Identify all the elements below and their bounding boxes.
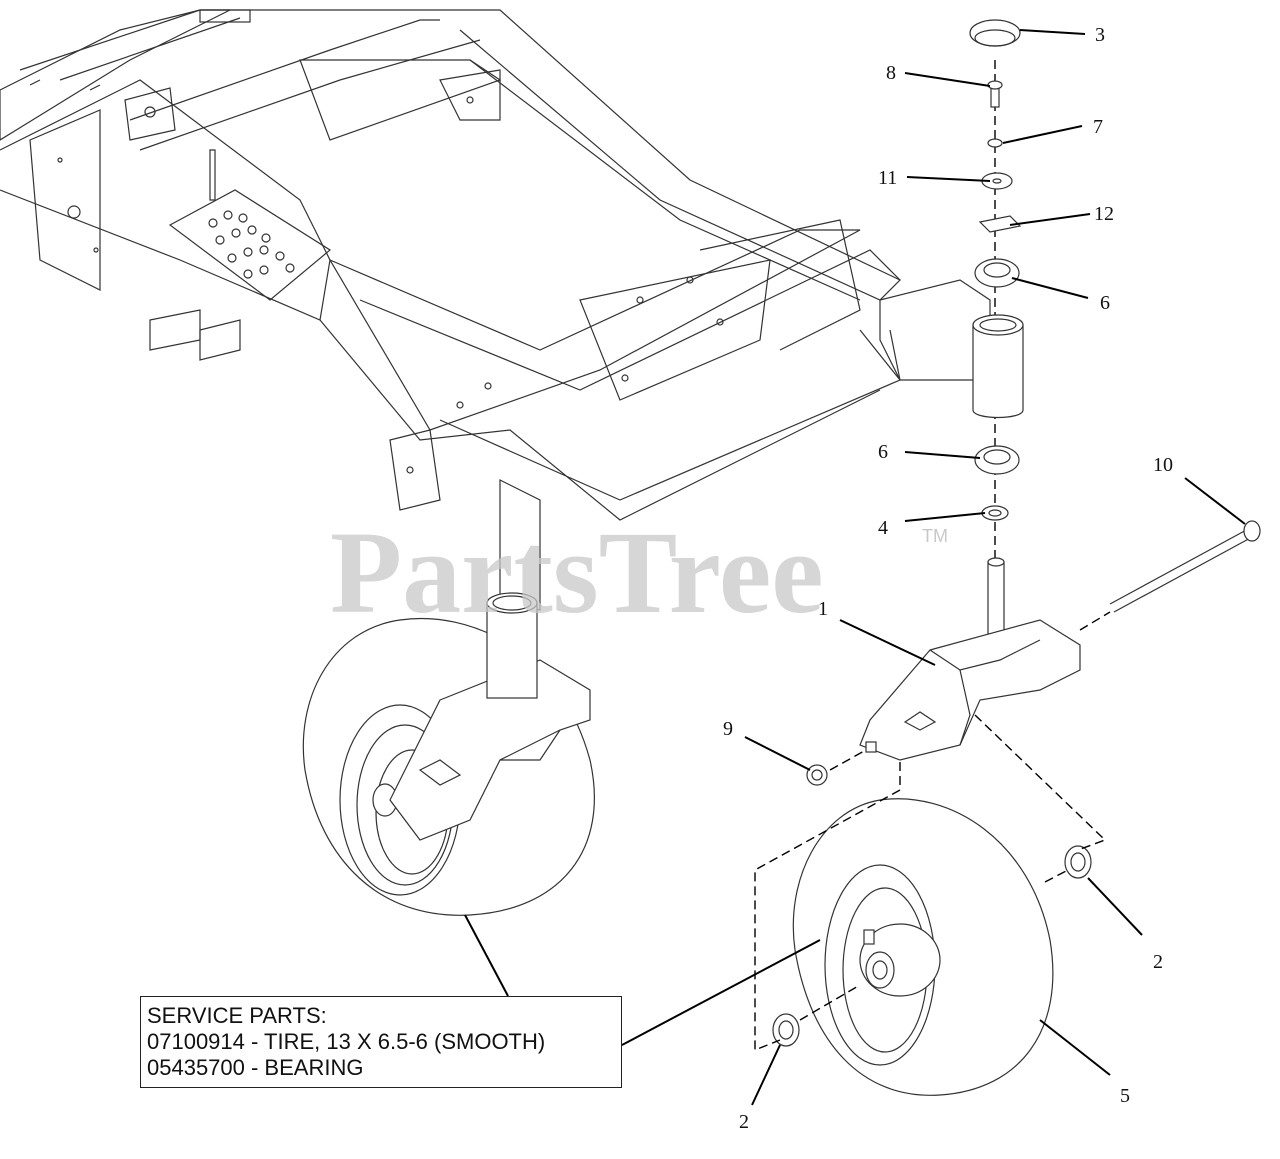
watermark-brand: PartsTree [330, 507, 824, 638]
watermark-trademark: TM [922, 526, 948, 546]
callout-12: 12 [1094, 203, 1114, 225]
callout-11: 11 [878, 167, 897, 189]
watermark: PartsTree TM [330, 507, 948, 638]
leader-lines [464, 29, 1246, 1106]
callout-4: 4 [878, 517, 888, 539]
mower-frame [0, 9, 991, 611]
service-parts-heading: SERVICE PARTS: [147, 1003, 327, 1028]
callout-6-lower: 6 [878, 441, 888, 463]
callout-5: 5 [1120, 1085, 1130, 1107]
callout-8: 8 [886, 62, 896, 84]
service-part-tire: 07100914 - TIRE, 13 X 6.5-6 (SMOOTH) [147, 1029, 546, 1054]
plate-holes [208, 210, 295, 279]
callout-2-right: 2 [1153, 951, 1163, 973]
callout-numbers: 3 8 7 11 12 6 6 10 4 1 9 2 2 5 [723, 24, 1173, 1133]
callout-6-upper: 6 [1100, 292, 1110, 314]
callout-9: 9 [723, 718, 733, 740]
exploded-parts [754, 19, 1261, 1096]
assembled-caster-wheel [302, 592, 595, 916]
callout-10: 10 [1153, 454, 1173, 476]
service-part-bearing: 05435700 - BEARING [147, 1055, 364, 1080]
callout-7: 7 [1093, 116, 1103, 138]
callout-1: 1 [818, 598, 828, 620]
callout-2-left: 2 [739, 1111, 749, 1133]
service-parts-box: SERVICE PARTS: 07100914 - TIRE, 13 X 6.5… [140, 996, 622, 1088]
callout-3: 3 [1095, 24, 1105, 46]
